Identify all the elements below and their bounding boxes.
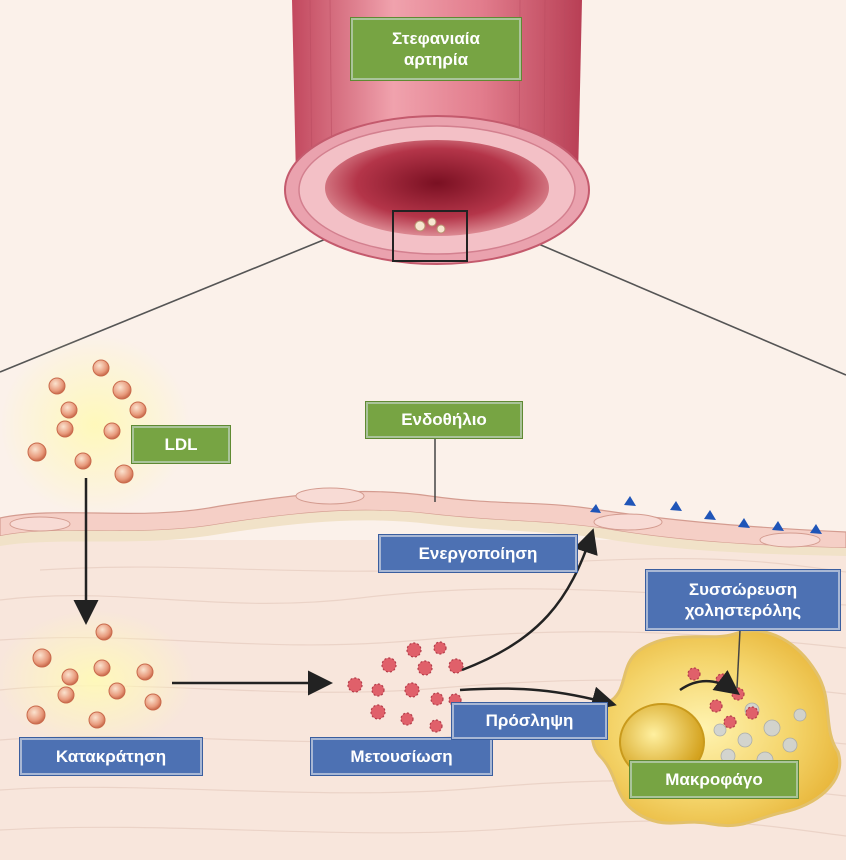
- ldl-particles: [27, 359, 147, 484]
- modified-ldl-particles: [347, 641, 759, 733]
- retained-ldl-particles: [26, 623, 162, 729]
- coronary-artery-label: Στεφανιαία αρτηρία: [351, 18, 521, 80]
- retention-label: Κατακράτηση: [20, 738, 202, 775]
- process-arrows: [73, 478, 741, 711]
- modification-label: Μετουσίωση: [311, 738, 492, 775]
- activation-label: Ενεργοποίηση: [379, 535, 577, 572]
- coronary-artery-illustration: [284, 0, 590, 265]
- uptake-label: Πρόσληψη: [452, 703, 607, 739]
- macrophage-label: Μακροφάγο: [630, 761, 798, 798]
- adhesion-molecule-markers: [590, 496, 822, 534]
- endothelium-layer: [0, 487, 846, 556]
- cholesterol-accumulation-label: Συσσώρευση χοληστερόλης: [646, 570, 840, 630]
- endothelium-label: Ενδοθήλιο: [366, 402, 522, 438]
- ldl-label: LDL: [132, 426, 230, 463]
